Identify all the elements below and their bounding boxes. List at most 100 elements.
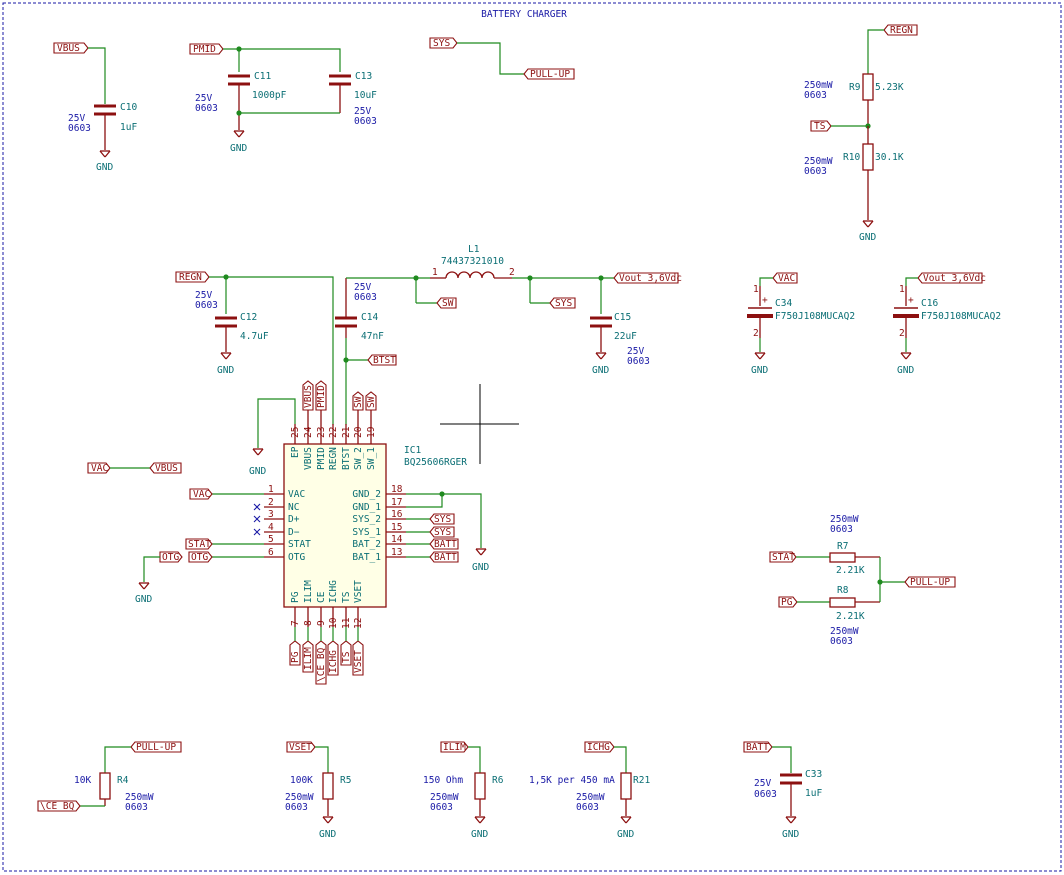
gnd-label: GND xyxy=(472,562,489,573)
svg-text:C12: C12 xyxy=(240,312,257,323)
sw-label-ic-2[interactable]: SW xyxy=(352,391,364,411)
pullup-label-r7r8[interactable]: PULL-UP xyxy=(904,576,956,588)
svg-text:250mW: 250mW xyxy=(430,792,459,803)
regn-label-2[interactable]: REGN xyxy=(175,271,210,283)
capacitor-c12[interactable]: C12 4.7uF 25V 0603 xyxy=(195,290,269,352)
ts-label-ic[interactable]: TS xyxy=(340,640,352,666)
capacitor-c13[interactable]: C13 10uF 25V 0603 xyxy=(329,71,377,127)
regn-label[interactable]: REGN xyxy=(883,24,918,36)
svg-text:SW: SW xyxy=(442,298,454,309)
svg-text:PMID: PMID xyxy=(316,385,327,408)
svg-text:6: 6 xyxy=(268,547,274,558)
svg-text:Vout_3,6Vdc: Vout_3,6Vdc xyxy=(619,273,682,284)
svg-text:TS: TS xyxy=(341,591,352,603)
vac-label-strap[interactable]: VAC xyxy=(87,462,111,474)
gnd-label: GND xyxy=(859,232,876,243)
vout-label[interactable]: Vout_3,6Vdc xyxy=(613,272,682,284)
resistor-r21[interactable]: R21 1,5K per 450 mA 250mW 0603 xyxy=(529,772,650,816)
pullup-label-r4[interactable]: PULL-UP xyxy=(130,741,182,753)
ic1-body[interactable]: IC1 BQ25606RGER xyxy=(283,443,467,608)
svg-text:0603: 0603 xyxy=(804,90,827,101)
pullup-label[interactable]: PULL-UP xyxy=(523,68,575,80)
svg-text:0603: 0603 xyxy=(354,116,377,127)
vac-label-ic[interactable]: VAC xyxy=(189,488,213,500)
ilim-label-ic[interactable]: ILIM xyxy=(302,640,314,673)
svg-text:8: 8 xyxy=(303,620,314,626)
resistor-r4[interactable]: R4 10K 250mW 0603 xyxy=(74,772,154,813)
svg-text:PG: PG xyxy=(290,651,301,663)
sw-label-ic-1[interactable]: SW xyxy=(365,391,377,411)
capacitor-c14[interactable]: C14 47nF 25V 0603 xyxy=(335,278,384,342)
svg-text:25V: 25V xyxy=(195,290,212,301)
vset-label[interactable]: VSET xyxy=(286,741,316,753)
pmid-label[interactable]: PMID xyxy=(189,43,224,55)
svg-text:SW_1: SW_1 xyxy=(366,447,377,470)
svg-text:L1: L1 xyxy=(468,244,480,255)
svg-text:VSET: VSET xyxy=(353,580,364,603)
svg-text:1uF: 1uF xyxy=(805,788,822,799)
resistor-r6[interactable]: R6 150 Ohm 250mW 0603 xyxy=(423,772,504,816)
vset-label-ic[interactable]: VSET xyxy=(352,640,364,676)
inductor-l1[interactable]: L1 74437321010 1 2 xyxy=(430,244,515,279)
vbus-label[interactable]: VBUS xyxy=(53,42,89,54)
sys-label-ic-1[interactable]: SYS xyxy=(429,526,455,538)
gnd-symbol xyxy=(322,816,334,824)
sys-label-2[interactable]: SYS xyxy=(549,297,576,309)
ilim-label[interactable]: ILIM xyxy=(440,741,469,753)
capacitor-c15[interactable]: C15 22uF 25V 0603 xyxy=(590,312,650,367)
svg-text:0603: 0603 xyxy=(285,802,308,813)
capacitor-c33[interactable]: C33 1uF 25V 0603 xyxy=(754,769,822,816)
resistor-r9[interactable]: R9 5.23K 250mW 0603 xyxy=(804,73,904,125)
svg-text:F750J108MUCAQ2: F750J108MUCAQ2 xyxy=(921,311,1001,322)
svg-text:VBUS: VBUS xyxy=(303,385,314,408)
sw-label[interactable]: SW xyxy=(436,297,457,309)
pg-label-ic[interactable]: PG xyxy=(289,640,301,666)
gnd-label: GND xyxy=(135,594,152,605)
resistor-r10[interactable]: R10 30.1K 250mW 0603 xyxy=(804,126,904,220)
btst-label[interactable]: BTST xyxy=(367,354,397,366)
pg-label-r8[interactable]: PG xyxy=(778,596,798,608)
svg-text:PMID: PMID xyxy=(193,44,216,55)
svg-text:ILIM: ILIM xyxy=(303,580,314,603)
resistor-r7[interactable]: R7 2.21K xyxy=(829,541,880,576)
svg-text:STAT: STAT xyxy=(188,539,211,550)
vbus-label-ic[interactable]: VBUS xyxy=(302,380,314,411)
batt-label-ic-2[interactable]: BATT xyxy=(429,538,459,550)
otg-label-ic[interactable]: OTG xyxy=(188,551,213,563)
resistor-r8[interactable]: R8 2.21K xyxy=(829,585,880,622)
stat-label-ic[interactable]: STAT xyxy=(185,538,213,550)
stat-label-r7[interactable]: STAT xyxy=(769,551,797,563)
ichg-label-ic[interactable]: ICHG xyxy=(327,640,339,676)
svg-text:14: 14 xyxy=(391,534,403,545)
vbus-label-strap[interactable]: VBUS xyxy=(149,462,182,474)
svg-text:ICHG: ICHG xyxy=(328,650,339,673)
sys-label[interactable]: SYS xyxy=(429,37,458,49)
gnd-label: GND xyxy=(319,829,336,840)
ce-bq-label-ic[interactable]: \CE_BQ xyxy=(315,640,327,685)
batt-label-ic-1[interactable]: BATT xyxy=(429,551,459,563)
capacitor-c34[interactable]: + 1 2 C34 F750J108MUCAQ2 xyxy=(747,284,855,339)
vac-label[interactable]: VAC xyxy=(772,272,798,284)
svg-text:PULL-UP: PULL-UP xyxy=(530,69,570,80)
sys-label-ic-2[interactable]: SYS xyxy=(429,513,455,525)
ts-label[interactable]: TS xyxy=(810,120,832,132)
vout-label-2[interactable]: Vout_3,6Vdc xyxy=(917,272,986,284)
capacitor-c10[interactable]: C10 1uF 25V 0603 xyxy=(68,102,137,150)
svg-text:11: 11 xyxy=(341,617,352,629)
ce-bq-label[interactable]: \CE_BQ xyxy=(37,800,81,812)
svg-text:REGN: REGN xyxy=(328,447,339,470)
capacitor-c11[interactable]: C11 1000pF 25V 0603 xyxy=(195,71,287,130)
ichg-label[interactable]: ICHG xyxy=(584,741,615,753)
capacitor-c16[interactable]: + 1 2 C16 F750J108MUCAQ2 xyxy=(893,284,1001,339)
gnd-label: GND xyxy=(471,829,488,840)
svg-text:R8: R8 xyxy=(837,585,849,596)
batt-label[interactable]: BATT xyxy=(743,741,773,753)
pmid-label-ic[interactable]: PMID xyxy=(315,380,327,411)
svg-text:47nF: 47nF xyxy=(361,331,384,342)
resistor-r5[interactable]: R5 100K 250mW 0603 xyxy=(285,772,351,816)
otg-label-gnd[interactable]: OTG xyxy=(159,551,183,563)
svg-text:SW: SW xyxy=(353,396,364,408)
svg-text:SYS: SYS xyxy=(433,38,450,49)
svg-text:15: 15 xyxy=(391,522,402,533)
